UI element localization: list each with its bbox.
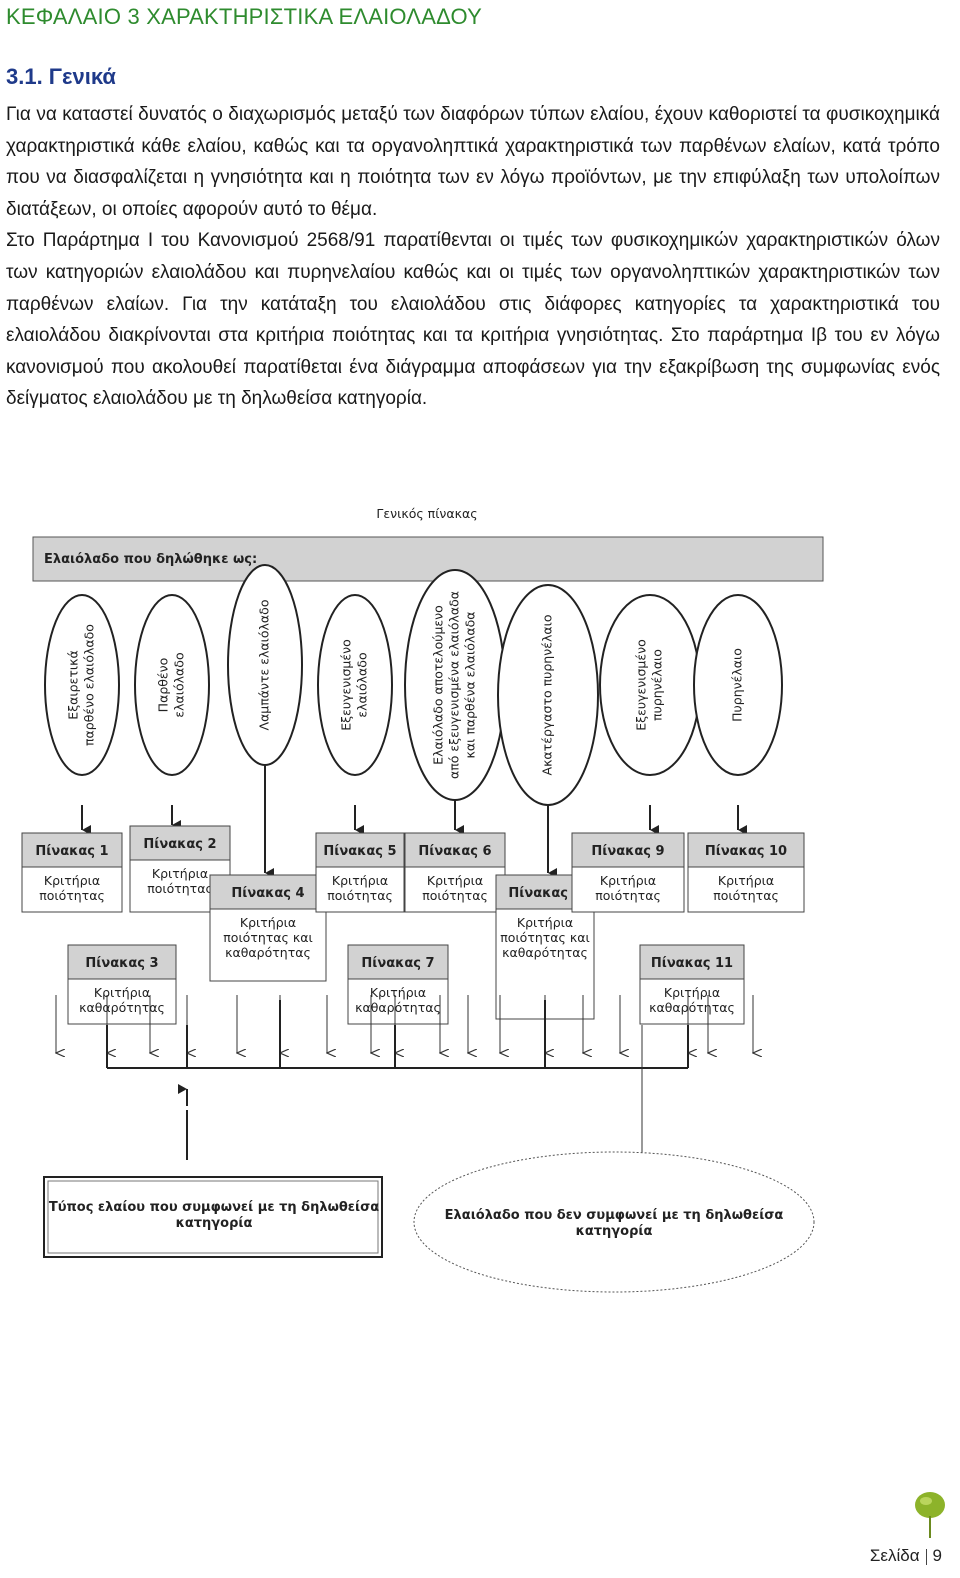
table-t8-label: Πίνακας 8: [508, 886, 581, 901]
category-label-2-line-1: Παρθένο: [156, 658, 171, 713]
table-t5-criteria-line-2: ποιότητας: [327, 888, 393, 903]
table-t8-criteria-line-2: ποιότητας και: [500, 930, 589, 945]
category-label-4-line-1: Εξευγενισμένο: [339, 639, 354, 731]
category-label-1-line-2: παρθένο ελαιόλαδο: [82, 624, 97, 746]
table-t10-criteria-box: [687, 866, 805, 913]
diagram-title: Γενικός πίνακας: [376, 506, 477, 521]
table-t10-header: [687, 832, 805, 868]
outcome-match-inner: [47, 1180, 379, 1254]
category-label-5-line-3: και παρθένα ελαιόλαδα: [463, 612, 478, 759]
page-footer: Σελίδα 9: [870, 1546, 942, 1566]
table-t6-criteria-line-1: Κριτήρια: [427, 873, 483, 888]
table-t2-header: [129, 825, 231, 861]
category-label-5-line-2: από εξευγενισμένα ελαιόλαδα: [447, 591, 462, 779]
table-t5-criteria-line-1: Κριτήρια: [332, 873, 388, 888]
table-t1-criteria-box: [21, 866, 123, 913]
table-t1-header: [21, 832, 123, 868]
table-t2-criteria-line-1: Κριτήρια: [152, 866, 208, 881]
table-t3-criteria-box: [67, 978, 177, 1025]
table-t11-criteria-line-2: καθαρότητας: [649, 1000, 735, 1015]
table-t9-label: Πίνακας 9: [591, 844, 664, 859]
table-t11-label: Πίνακας 11: [651, 956, 733, 971]
category-label-8-line-1: Πυρηνέλαιο: [730, 648, 745, 722]
table-t8-criteria-line-1: Κριτήρια: [517, 915, 573, 930]
table-t7-criteria-line-1: Κριτήρια: [370, 985, 426, 1000]
footer-divider: [925, 1548, 927, 1565]
table-t7-criteria-line-2: καθαρότητας: [355, 1000, 441, 1015]
table-t2-label: Πίνακας 2: [143, 837, 216, 852]
table-t3-criteria-line-1: Κριτήρια: [94, 985, 150, 1000]
table-t11-header: [639, 944, 745, 980]
table-t9-criteria-line-2: ποιότητας: [595, 888, 661, 903]
category-label-5-line-1: Ελαιόλαδο αποτελούμενο: [431, 605, 446, 765]
table-t9-criteria-line-1: Κριτήρια: [600, 873, 656, 888]
table-t10-label: Πίνακας 10: [705, 844, 787, 859]
category-label-7-line-1: Εξευγενισμένο: [634, 639, 649, 731]
category-label-4-line-2: ελαιόλαδο: [355, 652, 370, 717]
table-t1-label: Πίνακας 1: [35, 844, 108, 859]
table-t4-criteria-line-3: καθαρότητας: [225, 945, 311, 960]
outcome-match-line-1: Τύπος ελαίου που συμφωνεί με τη δηλωθείσ…: [49, 1200, 379, 1215]
table-t2-criteria-line-2: ποιότητας: [147, 881, 213, 896]
chapter-title: ΚΕΦΑΛΑΙΟ 3 ΧΑΡΑΚΤΗΡΙΣΤΙΚΑ ΕΛΑΙΟΛΑΔΟΥ: [6, 4, 482, 29]
category-ellipse-2: [134, 594, 210, 776]
page-label: Σελίδα: [869, 1546, 920, 1565]
page-number: 9: [932, 1546, 942, 1565]
table-t6-criteria-line-2: ποιότητας: [422, 888, 488, 903]
category-label-3-line-1: Λαμπάντε ελαιόλαδο: [257, 600, 272, 731]
outcome-nomatch-line-2: κατηγορία: [576, 1224, 653, 1239]
collector-lines: [106, 1000, 689, 1150]
category-label-6-line-1: Ακατέργαστο πυρηνέλαιο: [540, 615, 555, 776]
table-t11-criteria-box: [639, 978, 745, 1025]
table-t5-header: [315, 832, 405, 868]
table-t9-criteria-box: [571, 866, 685, 913]
table-t9-header: [571, 832, 685, 868]
table-t3-criteria-line-2: καθαρότητας: [79, 1000, 165, 1015]
category-ellipse-8: [693, 594, 783, 776]
category-ellipse-1: [44, 594, 120, 776]
table-t5-criteria-box: [315, 866, 405, 913]
table-t1-criteria-line-2: ποιότητας: [39, 888, 105, 903]
section-title: 3.1. Γενικά: [6, 64, 116, 89]
table-t4-criteria-line-1: Κριτήρια: [240, 915, 296, 930]
category-ellipse-4: [317, 594, 393, 776]
paragraph-1: Για να καταστεί δυνατός ο διαχωρισμός με…: [6, 104, 940, 220]
table-t10-criteria-line-2: ποιότητας: [713, 888, 779, 903]
outcome-nomatch-line-1: Ελαιόλαδο που δεν συμφωνεί με τη δηλωθεί…: [445, 1208, 784, 1223]
declared-oil-bar: [32, 536, 824, 582]
category-label-2-line-2: ελαιόλαδο: [172, 652, 187, 717]
table-t4-criteria-box: [209, 908, 327, 982]
table-t8-criteria-line-3: καθαρότητας: [502, 945, 588, 960]
category-arrows: [81, 765, 747, 878]
table-t4-label: Πίνακας 4: [231, 886, 304, 901]
table-t3-header: [67, 944, 177, 980]
decision-diagram: Γενικός πίνακας Ελαιόλαδο που δηλώθηκε ω…: [21, 506, 824, 1293]
category-label-7-line-2: πυρηνέλαιο: [650, 649, 665, 721]
outcome-match-box: [43, 1176, 383, 1258]
table-t6-label: Πίνακας 6: [418, 844, 491, 859]
outcome-nomatch-ellipse: [413, 1151, 815, 1293]
table-t4-criteria-line-2: ποιότητας και: [223, 930, 312, 945]
table-t11-criteria-line-1: Κριτήρια: [664, 985, 720, 1000]
body-text: Για να καταστεί δυνατός ο διαχωρισμός με…: [6, 99, 940, 415]
table-t7-label: Πίνακας 7: [361, 956, 434, 971]
drop-arrows: [56, 995, 753, 1053]
table-t7-header: [347, 944, 449, 980]
table-t1-criteria-line-1: Κριτήρια: [44, 873, 100, 888]
table-t6-header: [404, 832, 506, 868]
table-t3-label: Πίνακας 3: [85, 956, 158, 971]
paragraph-2: Στο Παράρτημα I του Κανονισμού 2568/91 π…: [6, 230, 940, 410]
table-t4-header: [209, 874, 327, 910]
table-t10-criteria-line-1: Κριτήρια: [718, 873, 774, 888]
declared-oil-label: Ελαιόλαδο που δηλώθηκε ως:: [44, 552, 257, 567]
table-t7-criteria-box: [347, 978, 449, 1025]
olive-tree-icon: [910, 1488, 950, 1545]
table-t5-label: Πίνακας 5: [323, 844, 396, 859]
outcome-match-line-2: κατηγορία: [176, 1216, 253, 1231]
category-label-1-line-1: Εξαιρετικά: [66, 650, 81, 719]
